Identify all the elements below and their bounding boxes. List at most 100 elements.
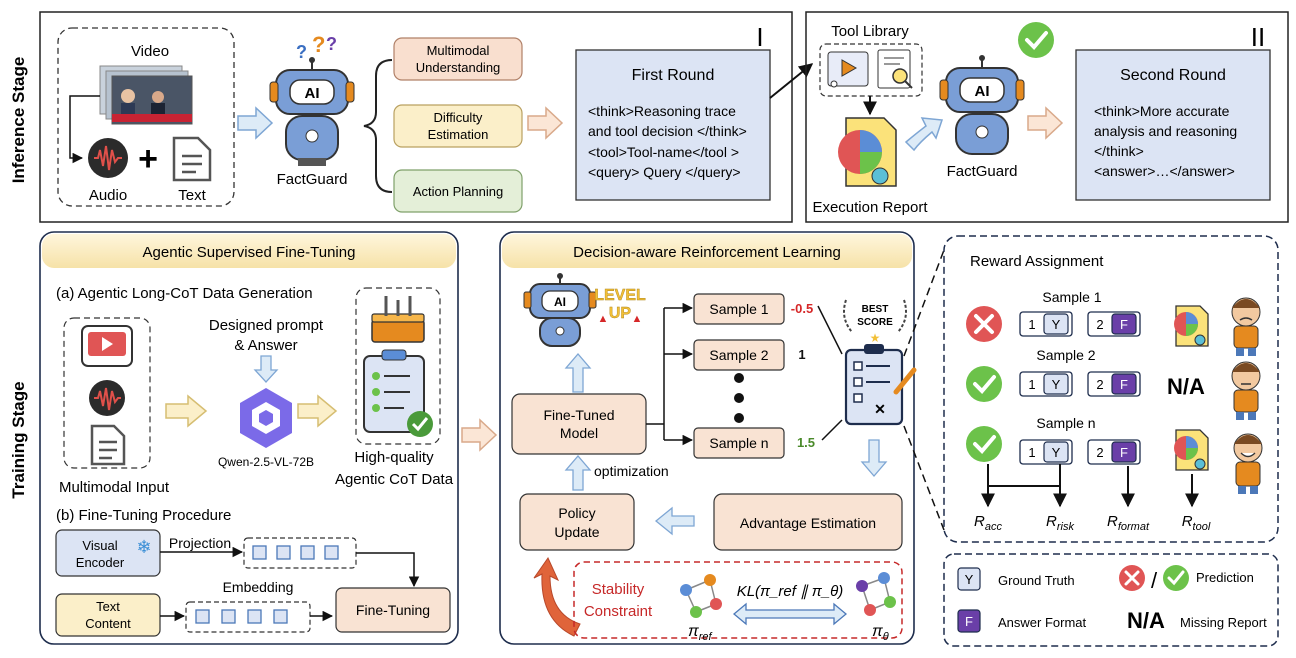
- visual-encoder-label-2: Encoder: [76, 555, 125, 570]
- svg-text:2: 2: [1096, 317, 1103, 332]
- task-action-planning: Action Planning: [393, 169, 523, 213]
- reward-sample-n-label: Sample n: [1036, 415, 1095, 431]
- prompt-down-arrow: [253, 355, 279, 383]
- input-dashed-box: [57, 27, 235, 207]
- sample-1-reward: -0.5: [791, 301, 813, 316]
- plus-sign: +: [138, 140, 158, 178]
- audio-label: Audio: [89, 187, 127, 204]
- projection-tokens: [252, 545, 339, 560]
- multimodal-input-label: Multimodal Input: [59, 479, 170, 496]
- legend-panel: [943, 553, 1279, 647]
- svg-text:?: ?: [312, 32, 325, 57]
- first-round-line: <think>Reasoning trace: [588, 103, 736, 119]
- policy-update-box: [519, 493, 635, 551]
- pi-ref-network-icon: [680, 574, 722, 618]
- task-multimodal-understanding: Multimodal Understanding: [393, 37, 523, 81]
- first-round-line: <tool>Tool-name</tool >: [588, 144, 739, 160]
- sft-panel: [39, 231, 459, 645]
- advantage-estimation-box: [713, 493, 903, 551]
- second-round-box: [1075, 49, 1271, 201]
- block-arrow-report-to-factguard: [904, 117, 944, 152]
- document-search-tool-icon: [877, 49, 913, 89]
- svg-text:F: F: [1120, 445, 1128, 460]
- ellipsis-dot: [734, 413, 744, 423]
- svg-text:2: 2: [1096, 445, 1103, 460]
- legend-y-badge: [957, 567, 981, 591]
- embedding-label: Embedding: [223, 579, 294, 595]
- legend-answer-format: Answer Format: [998, 615, 1087, 630]
- inference-panel-2: [805, 11, 1289, 223]
- stability-constraint-box: [573, 561, 903, 639]
- sample-n-label: Sample n: [709, 435, 768, 451]
- ellipsis-dot: [734, 393, 744, 403]
- svg-text:?: ?: [296, 42, 307, 62]
- legend-wrong-icon: [1119, 565, 1145, 591]
- video-label: Video: [131, 43, 169, 60]
- rl-panel: [499, 231, 915, 645]
- optimization-label: optimization: [594, 463, 669, 479]
- kl-divergence-label: KL(π_ref ∥ π_θ): [737, 583, 844, 600]
- acc-risk-bracket: [988, 464, 1060, 506]
- svg-text:SCORE: SCORE: [857, 317, 893, 328]
- block-arrow-to-first-round: [527, 106, 564, 140]
- block-arrow-sft-to-rl: [461, 418, 498, 452]
- level-up-robot-icon: AI: [523, 273, 597, 347]
- svg-text:Y: Y: [1052, 317, 1061, 332]
- first-round-box: [575, 49, 771, 201]
- reward-sample-1-label: Sample 1: [1042, 289, 1101, 305]
- pi-ref-label: πref: [688, 623, 712, 643]
- level-up-arrow-icon-2: ▲: [632, 313, 643, 325]
- svg-text:Y: Y: [1052, 377, 1061, 392]
- svg-text:1: 1: [1028, 377, 1035, 392]
- legend-f-text: F: [965, 614, 973, 629]
- multimodal-input-box: [63, 317, 151, 469]
- svg-text:Difficulty: Difficulty: [434, 110, 483, 125]
- legend-na: N/A: [1127, 608, 1165, 633]
- sad-boy-avatar-icon: [1231, 297, 1261, 356]
- svg-text:Understanding: Understanding: [416, 60, 501, 75]
- svg-text:Action Planning: Action Planning: [413, 184, 503, 199]
- wrong-prediction-icon: [966, 306, 1002, 342]
- second-round-line: <think>More accurate: [1094, 103, 1230, 119]
- hq-data-label-1: High-quality: [354, 449, 434, 466]
- training-stage: Training Stage Agentic Supervised Fine-T…: [9, 231, 1279, 647]
- level-up-label-2: UP: [609, 305, 632, 322]
- happy-boy-avatar-icon: [1233, 433, 1263, 494]
- svg-text:★: ★: [870, 331, 881, 345]
- policy-update-label: Policy: [558, 505, 595, 521]
- legend-slash: /: [1151, 568, 1158, 593]
- embedding-token-box: [185, 601, 311, 633]
- audio-wave-icon: [89, 380, 125, 416]
- pi-theta-label: πθ: [872, 623, 889, 643]
- sample-2-box: [693, 339, 785, 371]
- sft-part-b: (b) Fine-Tuning Procedure: [56, 507, 231, 524]
- execution-report-icon: [838, 117, 897, 187]
- sample-n-to-score-line: [821, 419, 843, 441]
- text-label: Text: [178, 187, 206, 204]
- check-badge-icon: [1018, 22, 1054, 58]
- sample-n-box: [693, 427, 785, 459]
- legend-y-text: Y: [965, 572, 974, 587]
- legend-prediction: Prediction: [1196, 570, 1254, 585]
- visual-encoder-box: [55, 529, 161, 577]
- sample-2-label: Sample 2: [709, 347, 768, 363]
- svg-text:F: F: [1120, 377, 1128, 392]
- constraint-label: Constraint: [584, 603, 653, 620]
- reward-assignment-title: Reward Assignment: [970, 253, 1104, 270]
- r-acc-label: Racc: [974, 513, 1002, 533]
- projection-label: Projection: [169, 535, 231, 551]
- policy-update-label-2: Update: [554, 524, 599, 540]
- level-up-arrow-icon: ▲: [598, 313, 609, 325]
- qwen-logo-icon: [240, 388, 292, 448]
- factguard-robot-icon-2: AI: [939, 55, 1025, 155]
- scoring-clipboard-icon: ✕: [844, 344, 917, 426]
- correct-prediction-icon-2: [966, 426, 1002, 462]
- inference-stage-label: Inference Stage: [9, 57, 28, 184]
- legend-f-badge: [957, 609, 981, 633]
- zoom-connector-top: [903, 249, 945, 357]
- score-to-advantage-arrow: [860, 439, 888, 477]
- r-tool-label: Rtool: [1182, 513, 1211, 533]
- roman-numeral-2: II: [1251, 22, 1265, 52]
- reward-sample-2-label: Sample 2: [1036, 347, 1095, 363]
- projection-to-finetune-connector: [356, 552, 420, 588]
